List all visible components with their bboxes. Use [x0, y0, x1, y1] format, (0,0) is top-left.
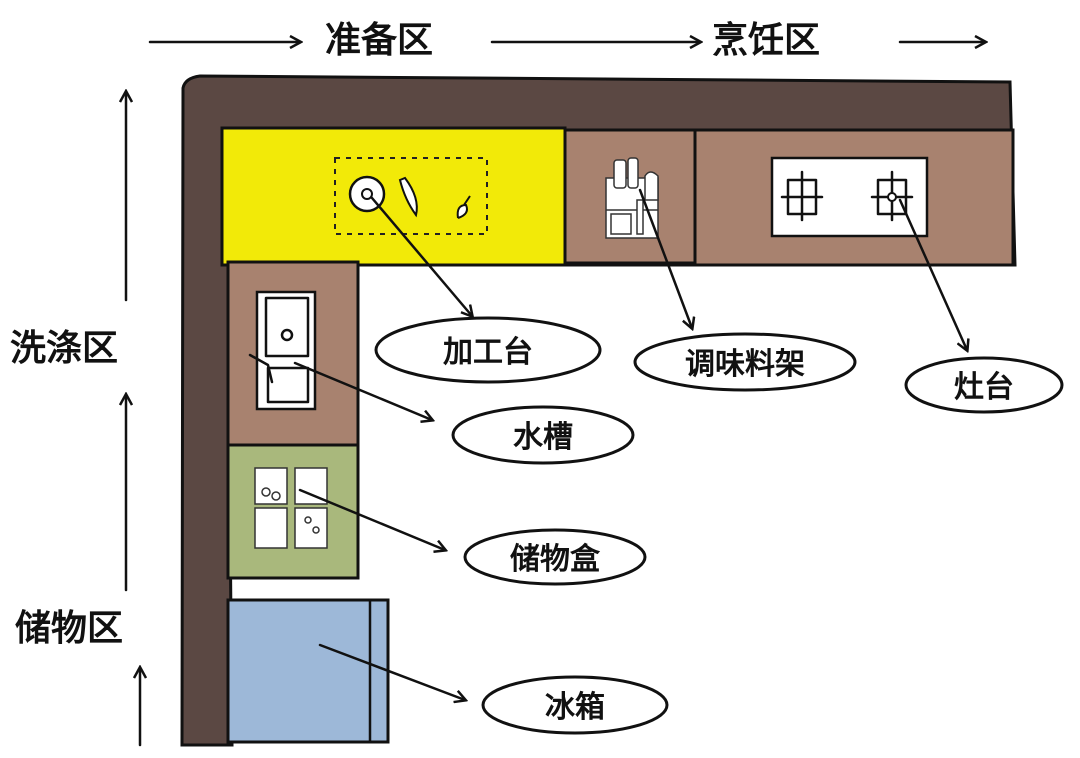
pointer-arrow: [298, 488, 445, 550]
storage-boxes-icon: [254, 467, 328, 549]
prep-table-area: [220, 126, 567, 267]
label-text: 加工台: [443, 335, 533, 370]
faucet-icon: [248, 353, 274, 384]
drain-icon: [280, 328, 294, 342]
label-fridge: 冰箱: [481, 675, 669, 735]
zone-storage-label: 储物区: [15, 607, 123, 649]
sink-bowl: [266, 366, 310, 404]
label-stove: 灶台: [904, 356, 1064, 414]
pointer-arrow: [293, 361, 432, 420]
vegetable-icon: [456, 195, 471, 219]
label-text: 灶台: [954, 370, 1014, 405]
zone-cooking-label: 烹饪区: [712, 19, 820, 61]
pointer-arrow: [898, 198, 967, 350]
label-text: 调味料架: [685, 347, 805, 382]
label-sink: 水槽: [451, 405, 635, 465]
label-spice-rack: 调味料架: [633, 332, 857, 392]
label-text: 水槽: [513, 420, 573, 455]
sink-bowl: [264, 296, 310, 358]
spice-rack-icon: [605, 157, 659, 239]
label-storage-box: 储物盒: [463, 528, 647, 586]
label-text: 冰箱: [545, 690, 605, 725]
burner-knob: [887, 192, 897, 202]
pointer-arrow: [370, 196, 472, 316]
prep-dotted-zone: [334, 157, 488, 235]
pointer-arrow: [638, 188, 692, 328]
zone-prep-label: 准备区: [325, 19, 433, 61]
storage-box-area: [226, 443, 360, 580]
pointer-arrow: [318, 643, 465, 700]
fridge-area: [226, 598, 390, 744]
label-prep-table: 加工台: [374, 316, 602, 384]
knife-icon: [398, 176, 418, 218]
plate-center: [361, 188, 373, 200]
zone-washing-label: 洗涤区: [10, 327, 118, 369]
label-text: 储物盒: [510, 542, 601, 577]
